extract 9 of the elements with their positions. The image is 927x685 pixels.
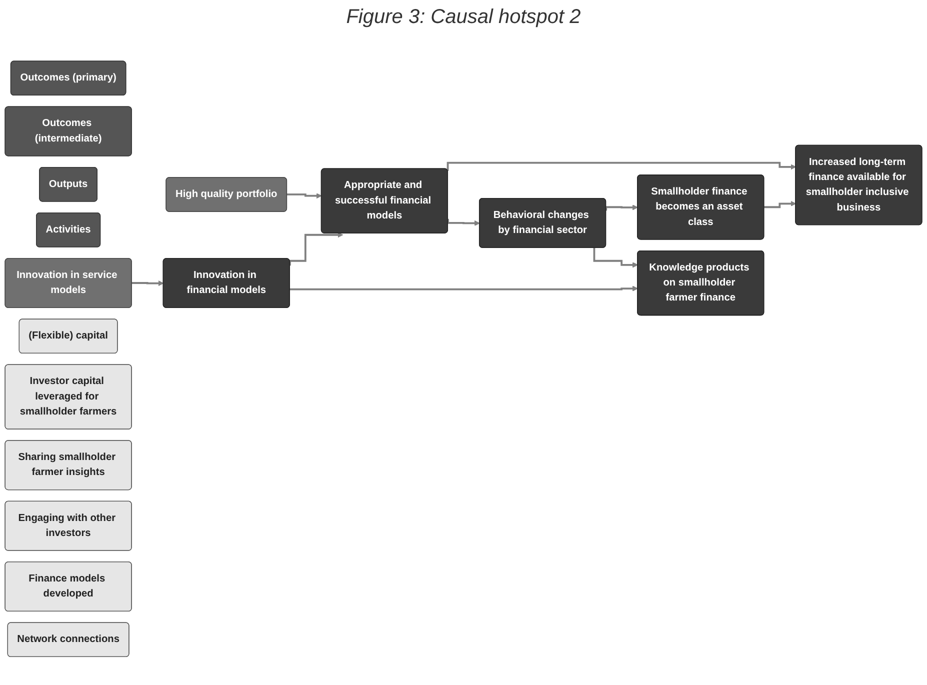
arrow	[593, 248, 638, 268]
arrow	[763, 200, 796, 208]
arrow	[446, 162, 796, 171]
arrow	[447, 218, 480, 226]
arrow	[286, 193, 322, 199]
arrow	[130, 280, 164, 286]
figure-title: Figure 3: Causal hotspot 2	[346, 6, 581, 29]
arrow	[605, 204, 638, 211]
arrow	[288, 286, 638, 292]
